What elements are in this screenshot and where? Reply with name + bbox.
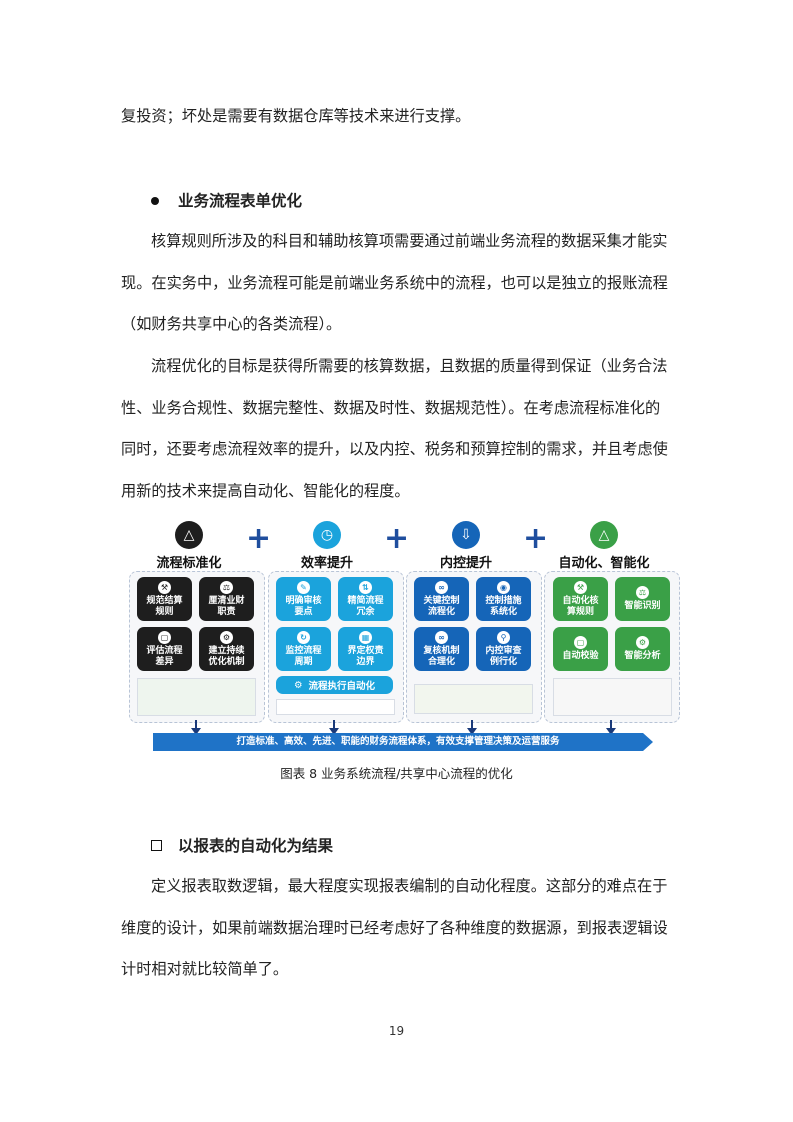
figure-caption: 图表 8 业务系统流程/共享中心流程的优化 [280, 766, 513, 781]
gears-icon: ⚙ [220, 630, 233, 644]
gear-icon: ⚙ [293, 679, 303, 691]
column-title-automation: 自动化、智能化 [558, 556, 650, 571]
gavel-icon: ⚒ [158, 580, 171, 594]
tile-automation-4: ⚙智能分析 [615, 627, 670, 671]
paragraph-process-2-text: 流程优化的目标是获得所需要的核算数据，且数据的质量得到保证（业务合法性、业务合规… [121, 357, 668, 500]
sort-icon: ⇅ [359, 580, 372, 594]
control-flow-thumbnail [414, 684, 533, 714]
tile-control-4: ⚲内控审查 例行化 [476, 627, 531, 671]
tile-efficiency-3: ↻监控流程 周期 [276, 627, 331, 671]
plus-sign: + [523, 521, 549, 556]
process-optimization-figure: △ ◷ ⇩ △ 流程标准化 效率提升 内控提升 自动化、智能化 + + + ⚒规… [129, 521, 680, 751]
plus-sign: + [246, 521, 272, 556]
down-arrow-icon [329, 728, 339, 735]
page-number: 19 [388, 1024, 405, 1038]
scale-icon: ⚖ [220, 580, 233, 594]
sort-down-icon: ⇩ [452, 521, 480, 549]
network-node-icon: ◉ [497, 580, 510, 594]
link-icon: ∞ [435, 580, 448, 594]
down-arrow-stem [471, 720, 473, 730]
paragraph-process-1-text: 核算规则所涉及的科目和辅助核算项需要通过前端业务流程的数据采集才能实现。在实务中… [121, 232, 668, 333]
gavel-icon: ⚒ [574, 580, 587, 594]
goal-banner-text: 打造标准、高效、先进、职能的财务流程体系，有效支撑管理决策及运营服务 [236, 736, 560, 747]
down-arrow-icon [467, 728, 477, 735]
automation-thumbnail [553, 678, 672, 716]
down-arrow-stem [333, 720, 335, 730]
plus-sign: + [384, 521, 410, 556]
tile-efficiency-2: ⇅精简流程 冗余 [338, 577, 393, 621]
flow-thumbnail [276, 699, 395, 715]
tile-control-1: ∞关键控制 流程化 [414, 577, 469, 621]
column-title-standardization: 流程标准化 [156, 556, 222, 571]
tile-control-2: ◉控制措施 系统化 [476, 577, 531, 621]
tile-automation-3: ▢自动校验 [553, 627, 608, 671]
network-icon: △ [590, 521, 618, 549]
tile-automation-1: ⚒自动化核 算规则 [553, 577, 608, 621]
chart-icon: ▦ [359, 630, 372, 644]
glasses-icon: ∞ [435, 630, 448, 644]
section-heading-process: 业务流程表单优化 [178, 192, 303, 210]
column-title-efficiency: 效率提升 [300, 556, 353, 571]
tile-standardization-1: ⚒规范结算 规则 [137, 577, 192, 621]
column-title-internal-control: 内控提升 [439, 556, 492, 571]
paragraph-process-2: 流程优化的目标是获得所需要的核算数据，且数据的质量得到保证（业务合法性、业务合规… [121, 346, 674, 512]
standardization-thumbnail [137, 678, 256, 716]
paragraph-report-text: 定义报表取数逻辑，最大程度实现报表编制的自动化程度。这部分的难点在于维度的设计，… [121, 877, 668, 978]
tile-standardization-3: ▢评估流程 差异 [137, 627, 192, 671]
tile-standardization-2: ⚖厘清业财 职责 [199, 577, 254, 621]
bullet-dot-icon [151, 197, 159, 205]
tile-efficiency-1: ✎明确审核 要点 [276, 577, 331, 621]
down-arrow-icon [191, 728, 201, 735]
tile-efficiency-wide: ⚙流程执行自动化 [276, 676, 393, 694]
section-heading-report: 以报表的自动化为结果 [178, 837, 334, 855]
paragraph-report: 定义报表取数逻辑，最大程度实现报表编制的自动化程度。这部分的难点在于维度的设计，… [121, 866, 674, 991]
speedometer-icon: ◷ [313, 521, 341, 549]
document-icon: ▢ [574, 636, 587, 649]
tile-standardization-4: ⚙建立持续 优化机制 [199, 627, 254, 671]
down-arrow-stem [610, 720, 612, 730]
tile-control-3: ∞复核机制 合理化 [414, 627, 469, 671]
document-icon: ▢ [158, 630, 171, 644]
tile-efficiency-4: ▦界定权责 边界 [338, 627, 393, 671]
scale-icon: ⚖ [636, 586, 649, 599]
paragraph-intro: 复投资；坏处是需要有数据仓库等技术来进行支撑。 [121, 107, 471, 125]
search-icon: ⚲ [497, 630, 510, 644]
checkbox-bullet-icon [151, 840, 162, 851]
down-arrow-stem [195, 720, 197, 730]
tile-automation-2: ⚖智能识别 [615, 577, 670, 621]
paragraph-process-1: 核算规则所涉及的科目和辅助核算项需要通过前端业务流程的数据采集才能实现。在实务中… [121, 221, 674, 346]
goal-banner-arrow [153, 733, 653, 751]
sync-icon: ↻ [297, 630, 310, 644]
gears-icon: ⚙ [636, 636, 649, 649]
edit-icon: ✎ [297, 580, 310, 594]
down-arrow-icon [606, 728, 616, 735]
org-chart-icon: △ [175, 521, 203, 549]
